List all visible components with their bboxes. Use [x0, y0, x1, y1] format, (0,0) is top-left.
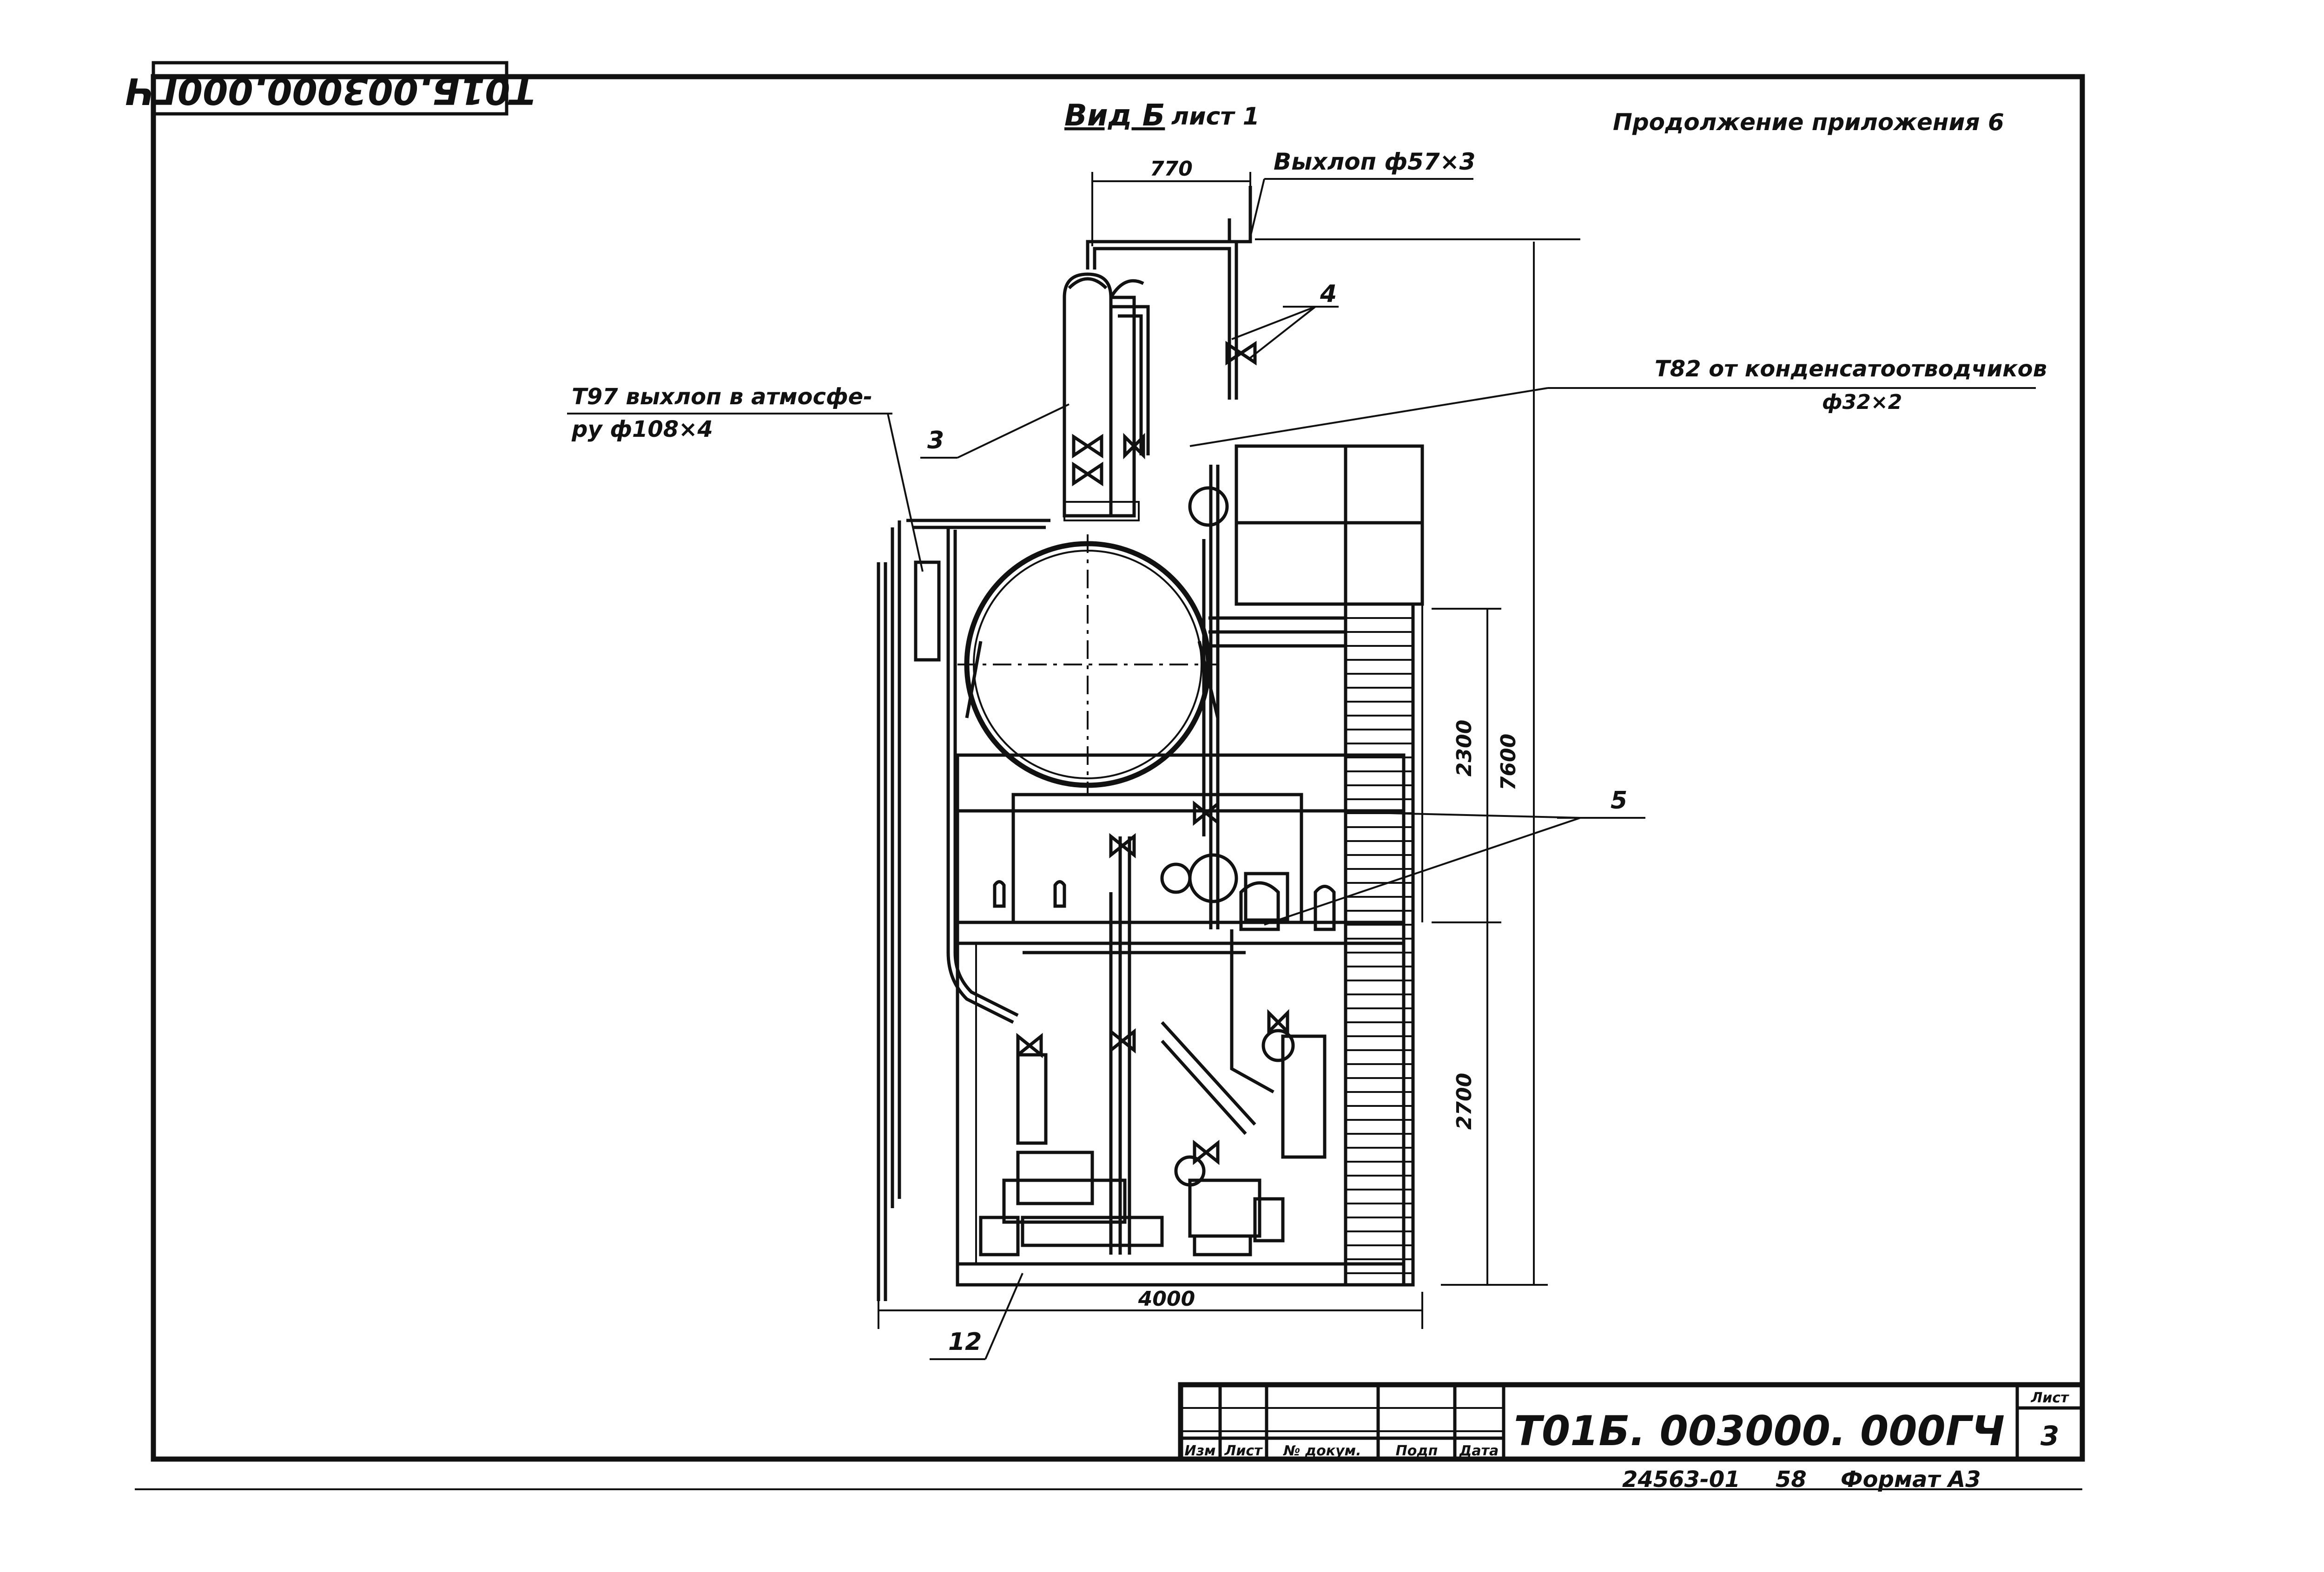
- deaerator-column: [1063, 272, 1144, 521]
- tb-archive-page: 58: [1776, 1467, 1807, 1493]
- dimension-2300: 2300: [1452, 720, 1476, 776]
- tb-sheet-number: 3: [2040, 1420, 2059, 1452]
- callout-12: 12: [948, 1328, 982, 1356]
- piping: [891, 186, 1274, 1255]
- view-sheet: лист 1: [1171, 103, 1260, 131]
- callout-exhaust-atm-1: Т97 выхлоп в атмосфе-: [572, 384, 872, 410]
- tb-designation: Т01Б. 003000. 000ГЧ: [1514, 1407, 2005, 1455]
- dimension-lines: 770 7600 2300 2700 4000: [878, 157, 1580, 1329]
- callout-exhaust-atm-2: ру ф108×4: [571, 416, 713, 442]
- callout-4: 4: [1320, 280, 1337, 308]
- callout-condensate-2: ф32×2: [1822, 390, 1902, 414]
- rotated-stamp-text: Т01Б.003000.000ГЧ: [125, 70, 535, 112]
- pumps: [979, 486, 1336, 1256]
- rotated-stamp: Т01Б.003000.000ГЧ: [125, 61, 535, 116]
- dimension-770: 770: [1150, 157, 1193, 181]
- deaerator-tank: [957, 534, 1346, 795]
- tb-format: Формат А3: [1841, 1467, 1981, 1493]
- atmospheric-exhaust-pipe: [877, 560, 941, 1301]
- callout-3: 3: [927, 427, 944, 454]
- callouts: Выхлоп ф57×3 4 Т97 выхлоп в атмосфе- ру …: [567, 148, 2047, 1360]
- callout-5: 5: [1611, 787, 1627, 815]
- continuation-note: Продолжение приложения 6: [1613, 109, 2004, 136]
- tb-col-izm: Изм: [1184, 1443, 1215, 1459]
- callout-exhaust-top: Выхлоп ф57×3: [1274, 148, 1475, 175]
- tb-col-sign: Подп: [1396, 1443, 1438, 1459]
- tb-col-date: Дата: [1459, 1443, 1499, 1459]
- view-title: Вид Б: [1064, 99, 1165, 133]
- valves: [1016, 341, 1289, 1165]
- sheet-frame: [135, 74, 2085, 1490]
- tb-col-list: Лист: [1224, 1443, 1263, 1459]
- tb-col-doc: № докум.: [1282, 1443, 1361, 1459]
- title-block: Изм Лист № докум. Подп Дата Т01Б. 003000…: [1178, 1382, 2085, 1493]
- dimension-7600: 7600: [1497, 734, 1520, 790]
- dimension-2700: 2700: [1452, 1073, 1476, 1130]
- callout-condensate-1: Т82 от конденсатоотводчиков: [1655, 356, 2047, 382]
- building-grid: [1235, 444, 1424, 922]
- tb-sheet-label: Лист: [2030, 1390, 2069, 1406]
- staircase: [1344, 602, 1415, 1287]
- platform-structure: [956, 753, 1406, 1287]
- equipment-assembly: [877, 186, 1424, 1301]
- tb-archive-number: 24563-01: [1622, 1467, 1740, 1493]
- dimension-4000: 4000: [1138, 1287, 1195, 1311]
